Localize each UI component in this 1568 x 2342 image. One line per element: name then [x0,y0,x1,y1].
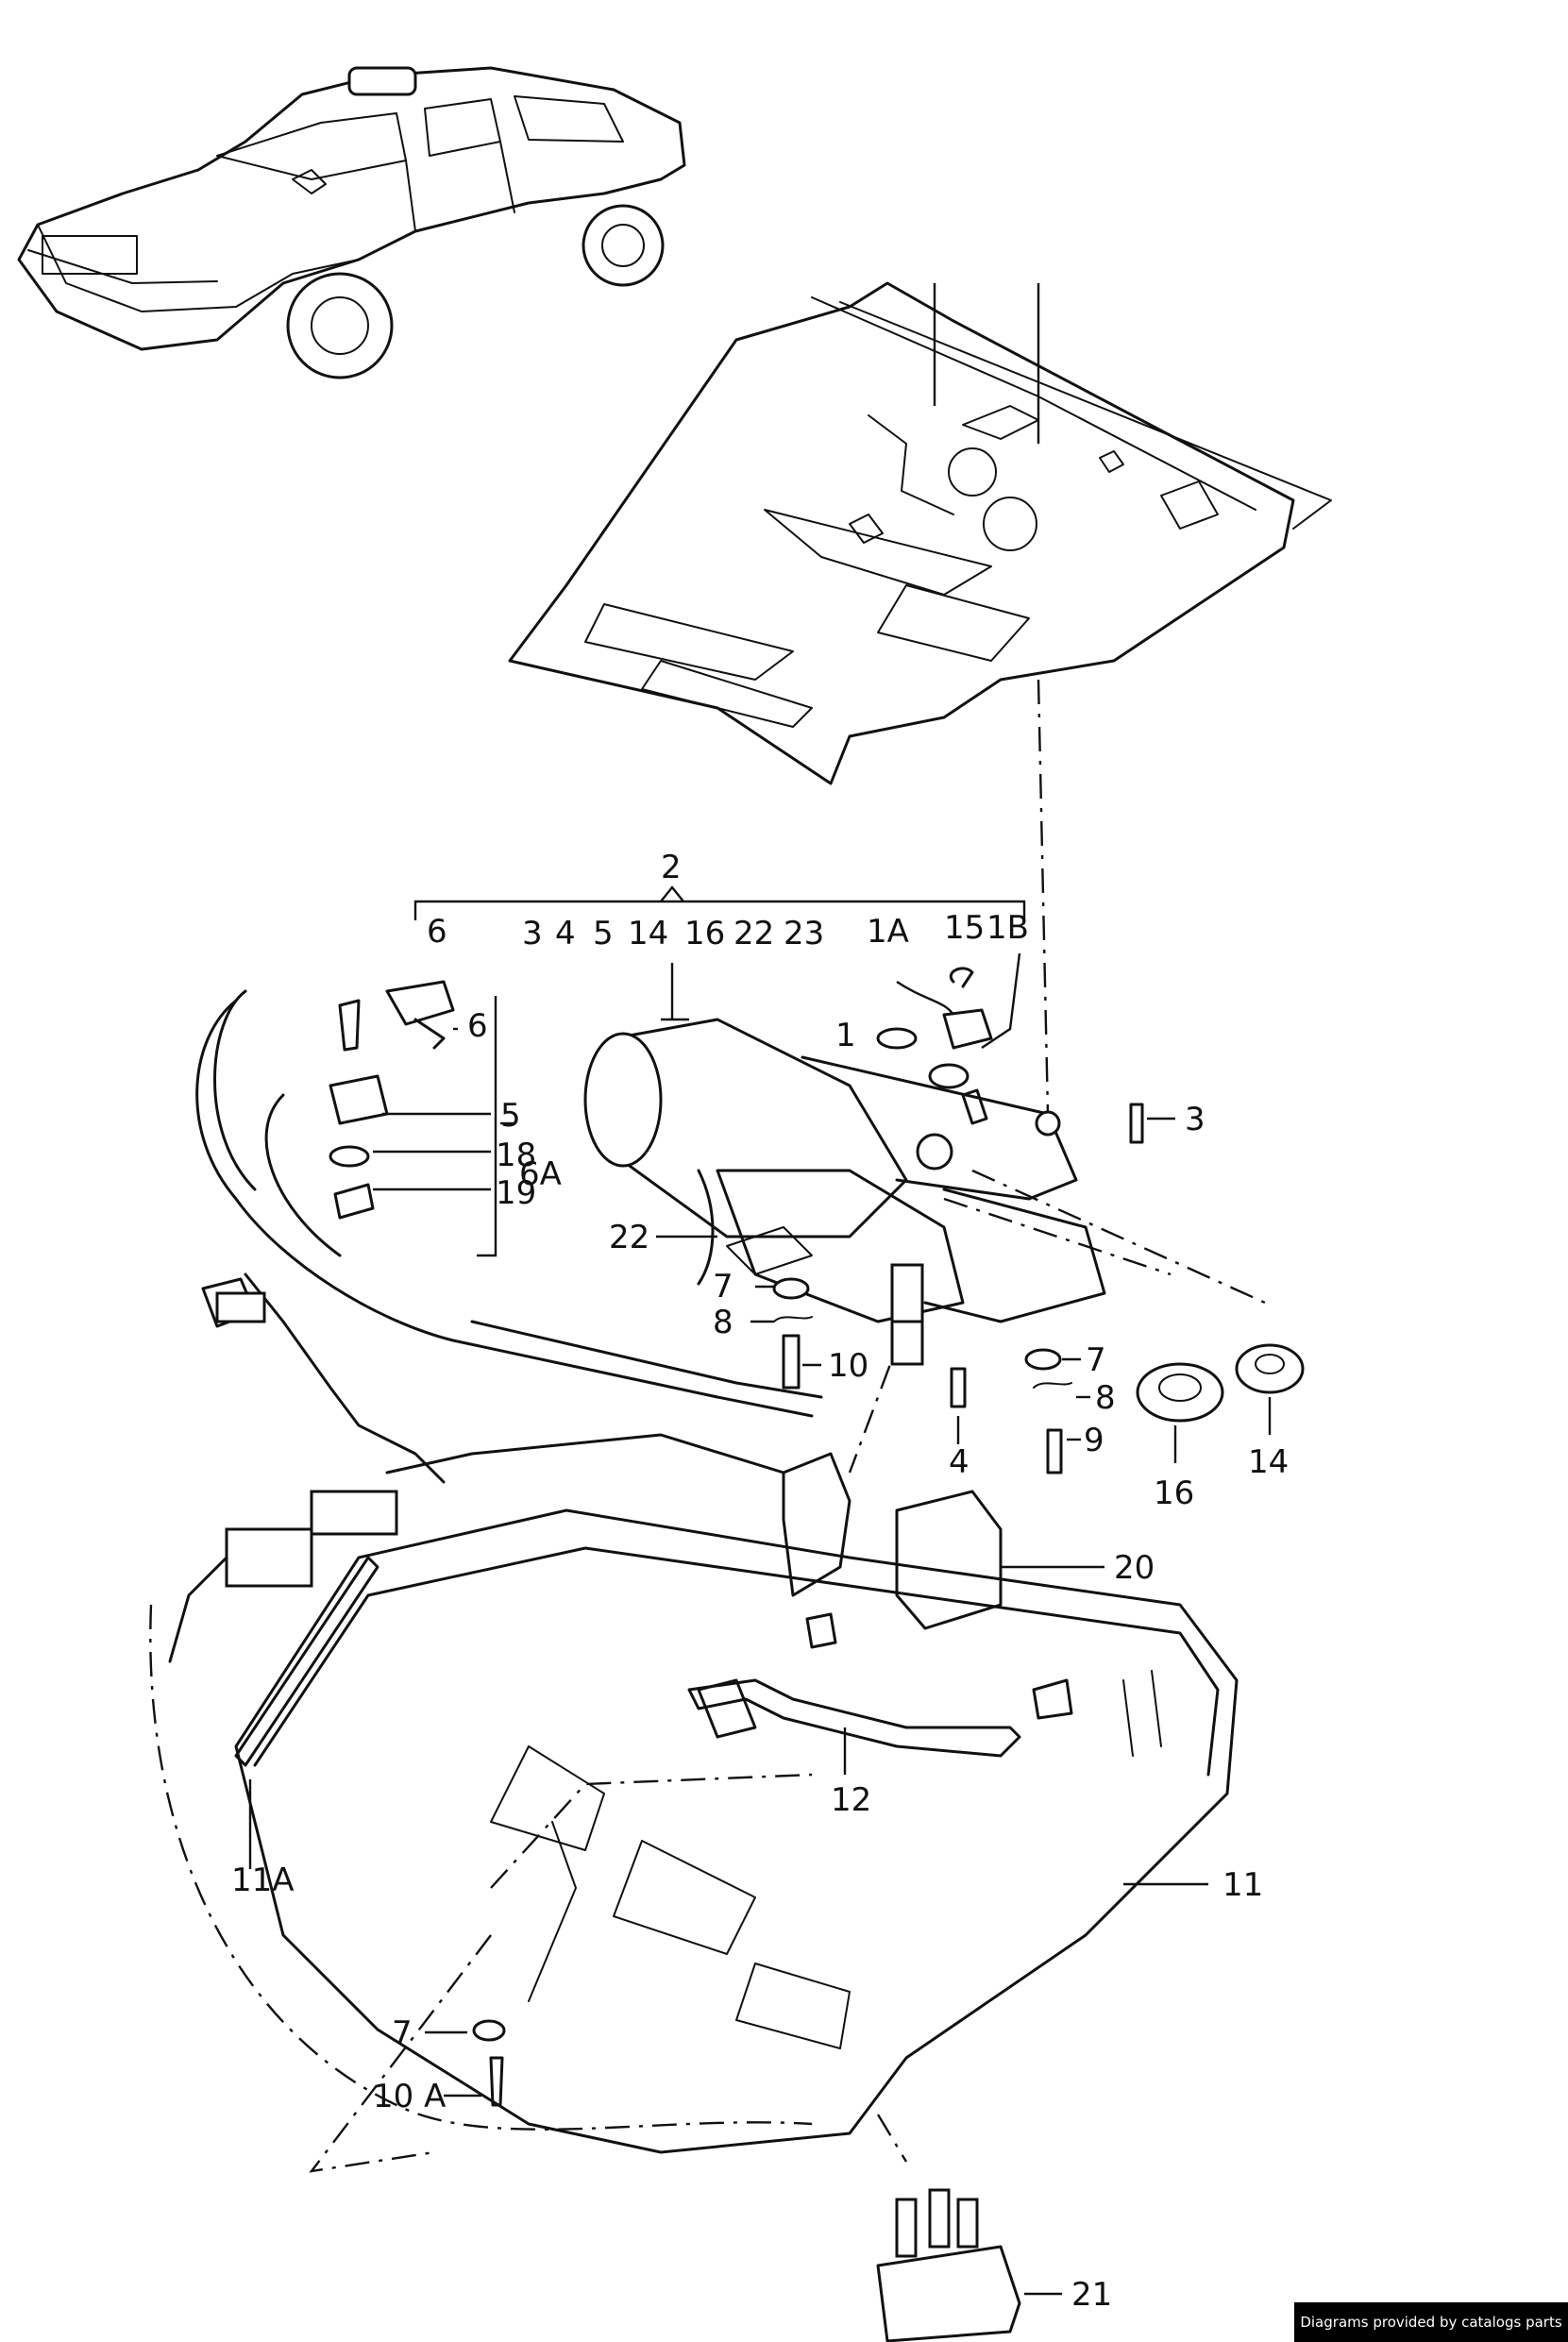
label-8a: 8 [713,1304,733,1341]
control-unit-20 [895,1490,1003,1630]
label-18: 18 [496,1137,536,1174]
label-11: 11 [1222,1866,1263,1904]
roof-panel [508,281,1332,785]
microswitches [329,980,455,1220]
leader-lines [248,952,1272,2296]
screw-10a [489,2056,504,2107]
label-5-top: 5 [593,915,614,952]
label-9: 9 [1084,1422,1104,1459]
label-23-top: 23 [784,915,824,952]
label-22: 22 [609,1219,649,1256]
label-3: 3 [1185,1101,1206,1138]
cable-bundle [195,989,823,1484]
label-5: 5 [500,1097,521,1135]
label-1: 1 [835,1017,856,1054]
label-21: 21 [1071,2276,1112,2314]
clip-a [805,1612,837,1649]
label-14-top: 14 [628,915,668,952]
label-7c: 7 [392,2014,413,2052]
label-19: 19 [496,1174,536,1212]
stud [961,1088,988,1125]
switch-21 [876,2188,1021,2342]
label-2: 2 [661,849,682,886]
deflector-12 [687,1678,1021,1758]
callout-labels: 2 3 4 5 14 16 22 23 1A 15 1B 6 6 5 18 19… [231,849,1289,2314]
label-20: 20 [1114,1549,1155,1587]
label-4: 4 [949,1443,969,1481]
screws [772,1103,1144,1474]
label-1A: 1A [867,913,909,951]
label-6A: 6A [519,1155,562,1193]
label-7b: 7 [1086,1341,1106,1379]
group-bracket-2 [413,885,1026,920]
label-16: 16 [1154,1474,1194,1512]
label-6: 6 [467,1007,488,1045]
label-3-top: 3 [522,915,543,952]
gear-1a [942,1008,993,1050]
label-12: 12 [831,1781,871,1819]
credit-banner: Diagrams provided by catalogs parts [1294,2302,1568,2342]
label-10: 10 [828,1347,868,1385]
label-15: 15 [944,909,985,947]
gears [1136,1343,1305,1423]
label-4-top: 4 [555,915,576,952]
washer-7c [472,2019,506,2042]
label-16-top: 16 [684,915,725,952]
label-1B: 1B [986,909,1029,947]
clip-b [1032,1678,1073,1720]
label-6-top: 6 [427,913,447,951]
sunroof-frame-11 [234,1508,1239,2154]
washer-1 [876,1027,918,1050]
car-illustration [17,66,686,379]
label-22-top: 22 [733,915,774,952]
label-10A: 10 A [373,2078,446,2115]
label-8b: 8 [1095,1379,1116,1417]
motor-assembly [583,1018,1106,1366]
bracket-connectors [782,1452,851,1597]
label-7a: 7 [713,1268,733,1306]
label-14: 14 [1248,1443,1289,1481]
connectors-left [168,1277,398,1663]
label-11A: 11A [231,1862,295,1899]
clip-15 [950,967,974,988]
washer-1b [928,1063,969,1089]
